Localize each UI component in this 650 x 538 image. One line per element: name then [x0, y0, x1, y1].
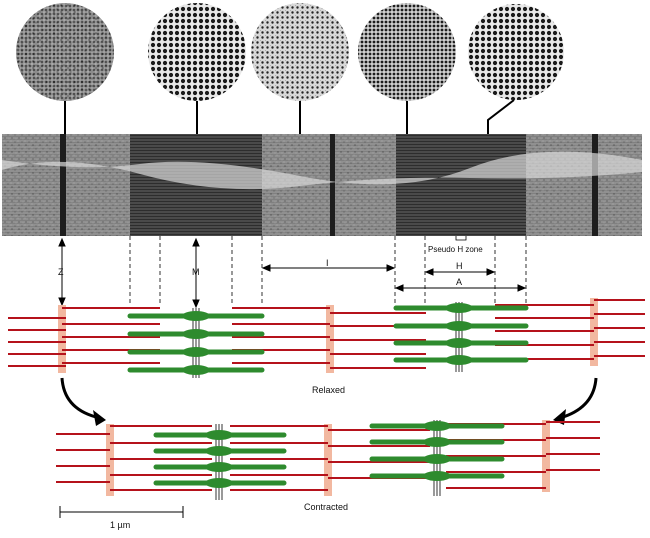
pseudo-h-bracket	[456, 236, 466, 240]
cross-section-pseudo-h	[468, 4, 564, 100]
contracted-label: Contracted	[304, 502, 348, 512]
cross-section-m-line	[148, 3, 246, 101]
relaxed-sarcomere	[8, 298, 645, 378]
pseudo-h-label: Pseudo H zone	[428, 245, 483, 254]
em-micrograph	[2, 134, 642, 236]
a-label: A	[456, 277, 462, 287]
cross-section-i-band	[251, 3, 349, 101]
i-label: I	[326, 258, 329, 268]
z-label: Z	[58, 267, 64, 277]
cross-section-z-disc	[16, 3, 114, 101]
h-label: H	[456, 261, 463, 271]
relaxed-label: Relaxed	[312, 385, 345, 395]
scale-bar	[60, 506, 183, 518]
cross-section-overlap	[358, 3, 456, 101]
scale-bar-label: 1 µm	[110, 520, 130, 530]
m-label: M	[192, 267, 200, 277]
contracted-sarcomere	[56, 420, 600, 500]
